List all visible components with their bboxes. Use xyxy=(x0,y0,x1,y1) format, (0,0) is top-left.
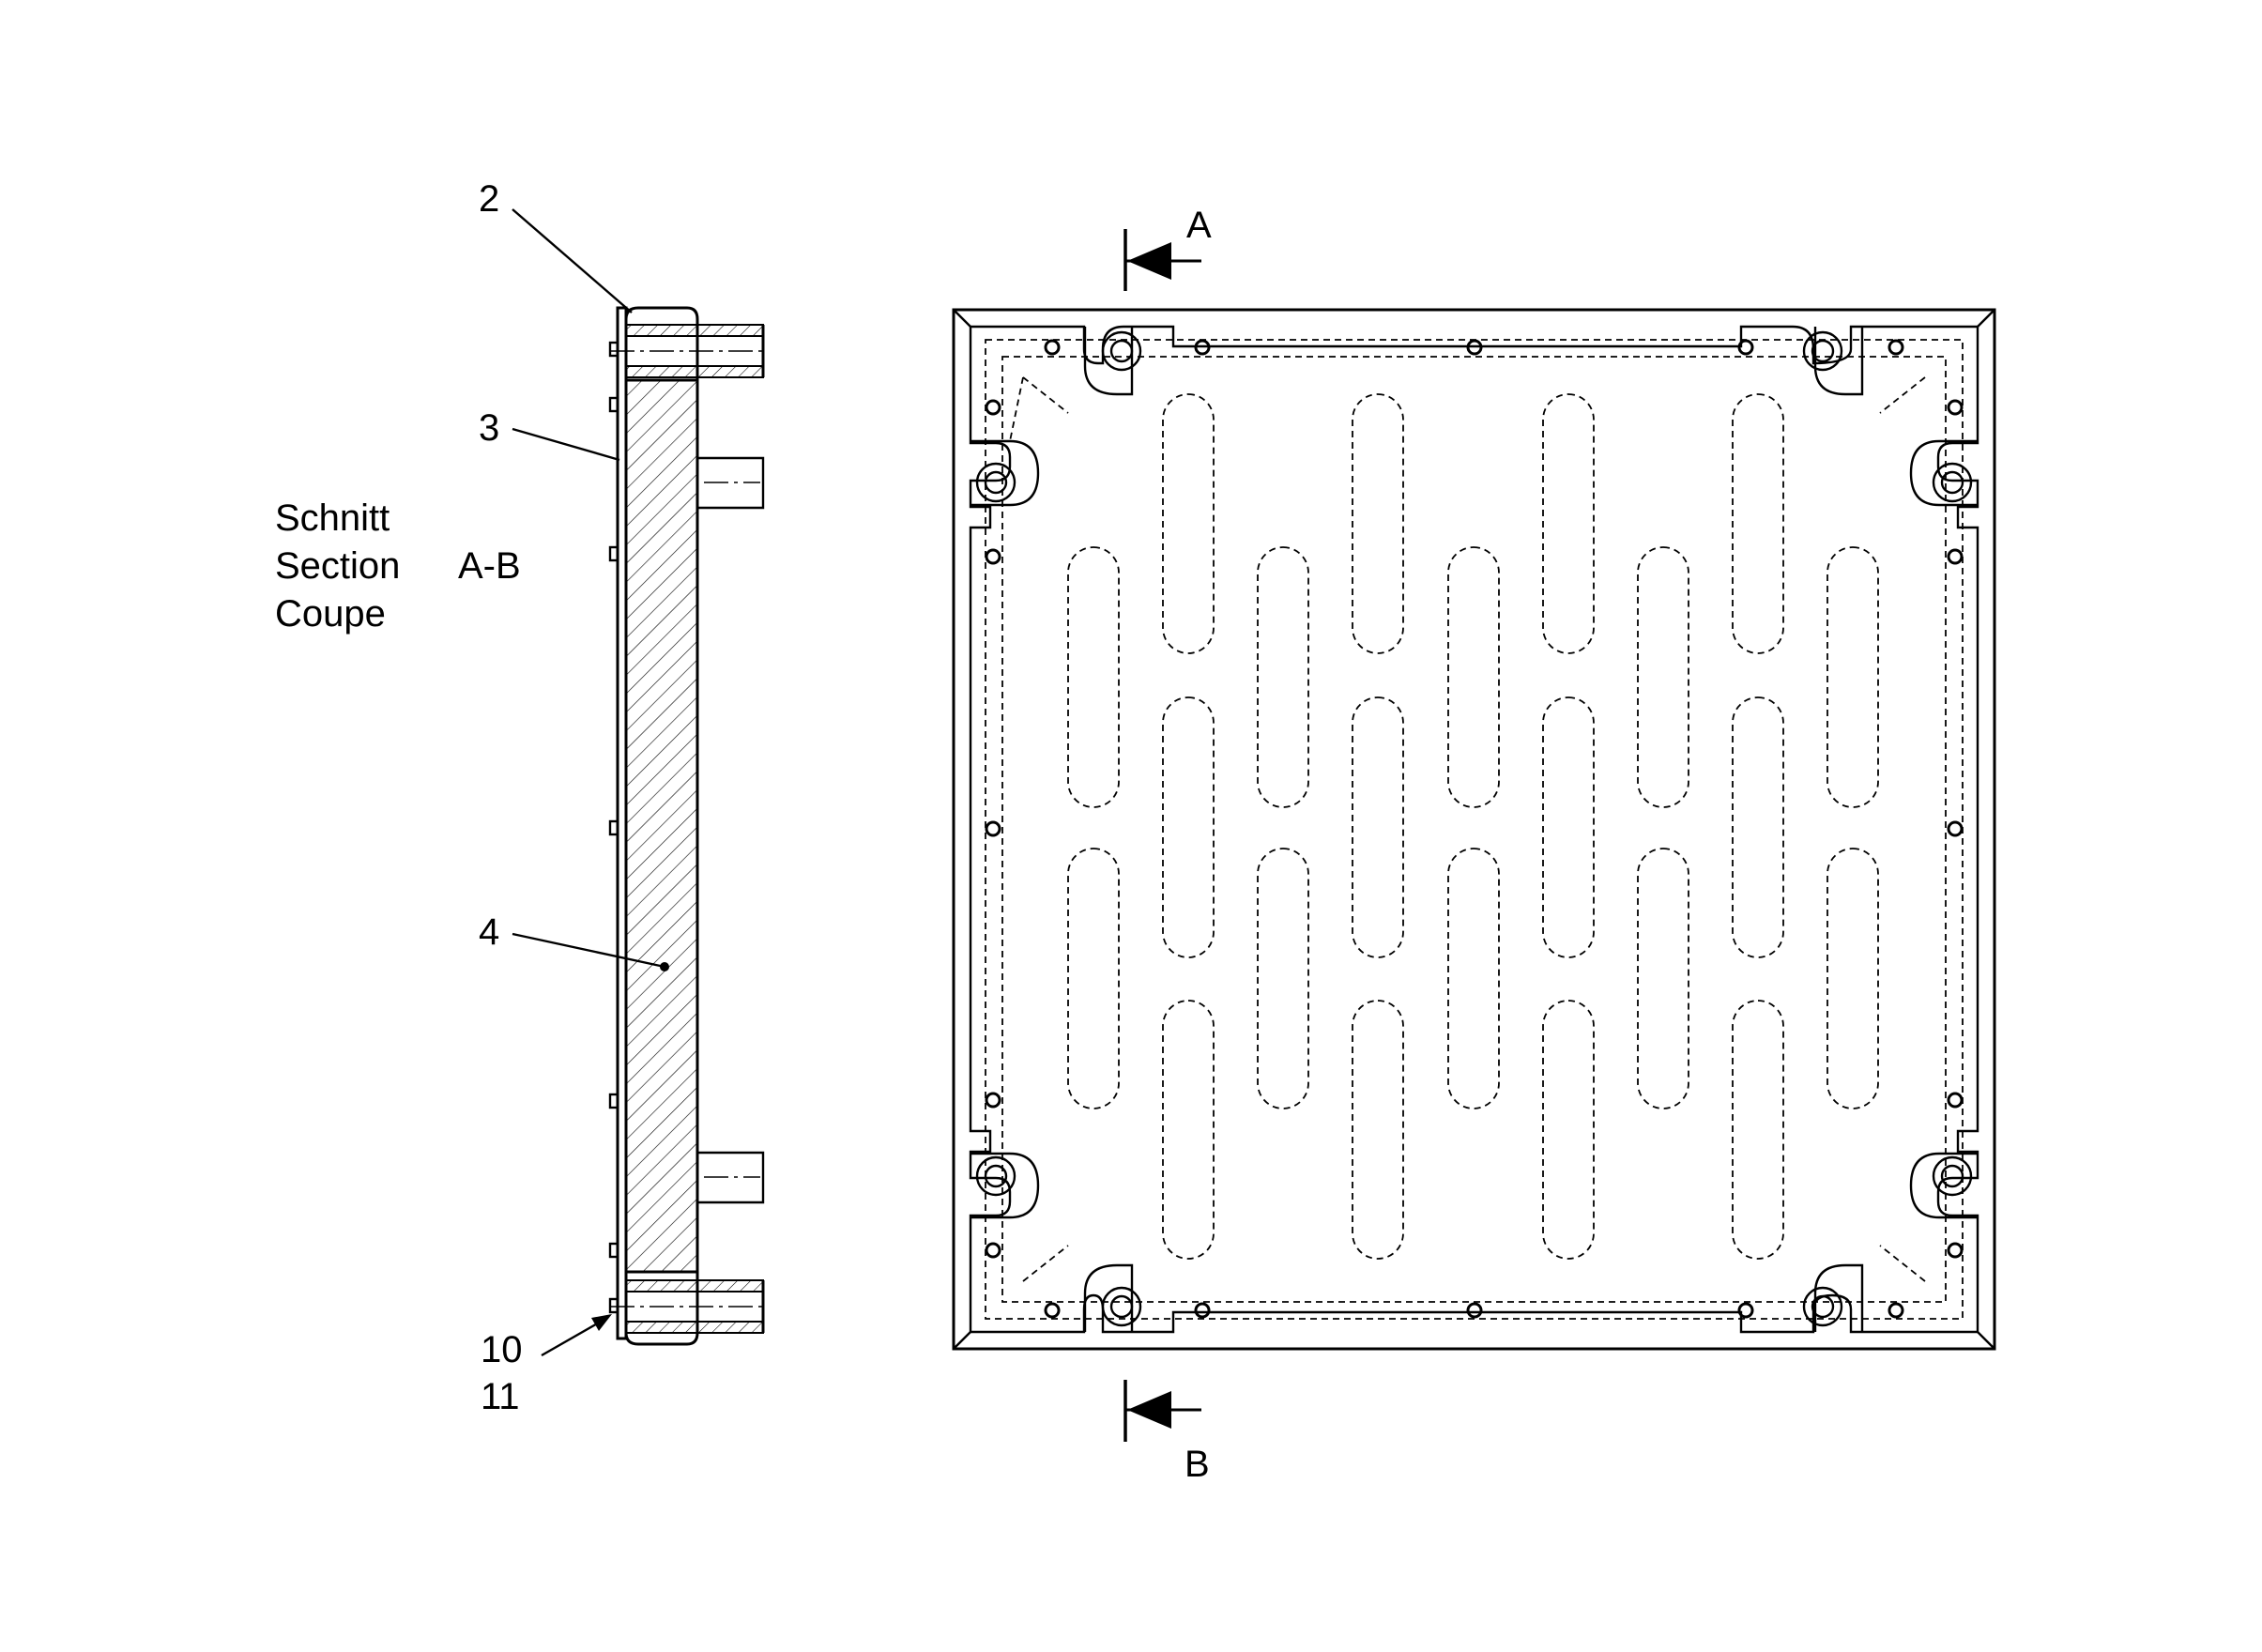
leader-2 xyxy=(512,208,633,314)
section-name: A-B xyxy=(458,545,521,587)
lower-side-stub xyxy=(697,1151,765,1204)
upper-side-stub xyxy=(697,456,765,510)
gasket-channel-outer xyxy=(985,339,1964,1320)
leader-3 xyxy=(512,427,620,462)
cut-label-b: B xyxy=(1184,1444,1210,1485)
front-fasteners xyxy=(608,341,619,1314)
section-caption-de: Schnitt xyxy=(275,497,390,539)
cut-label-a: A xyxy=(1186,205,1212,246)
callout-11: 11 xyxy=(481,1376,520,1417)
leader-10-11-arrow xyxy=(591,1314,612,1331)
section-view xyxy=(512,208,765,1357)
top-pipe-lower-wall xyxy=(625,365,764,378)
section-caption-fr: Coupe xyxy=(275,593,386,635)
cut-marker-top xyxy=(1123,229,1201,291)
section-caption-en: Section xyxy=(275,545,400,587)
gasket-channel-inner xyxy=(1001,356,1947,1303)
callout-3: 3 xyxy=(479,407,499,449)
mounting-lugs xyxy=(975,330,1973,1327)
insulation-body xyxy=(624,378,699,1274)
callout-10: 10 xyxy=(481,1329,523,1370)
slot-pattern xyxy=(1067,393,1879,1260)
top-pipe-upper-wall xyxy=(625,324,764,337)
leader-10-11 xyxy=(541,1320,602,1357)
bottom-flange xyxy=(624,1272,699,1346)
plan-view xyxy=(952,308,1996,1351)
leader-4 xyxy=(512,932,665,969)
top-flange xyxy=(624,306,699,380)
outer-frame xyxy=(952,308,1996,1351)
corner-notches xyxy=(971,327,1978,1332)
inner-frame xyxy=(969,325,1979,1334)
bottom-pipe-upper-wall xyxy=(625,1279,764,1293)
leader-4-dot xyxy=(660,962,669,971)
cut-marker-bottom xyxy=(1123,1380,1201,1442)
callout-2: 2 xyxy=(479,178,499,220)
bottom-pipe-lower-wall xyxy=(625,1321,764,1334)
callout-4: 4 xyxy=(479,911,499,953)
bolt-holes xyxy=(985,339,1964,1319)
